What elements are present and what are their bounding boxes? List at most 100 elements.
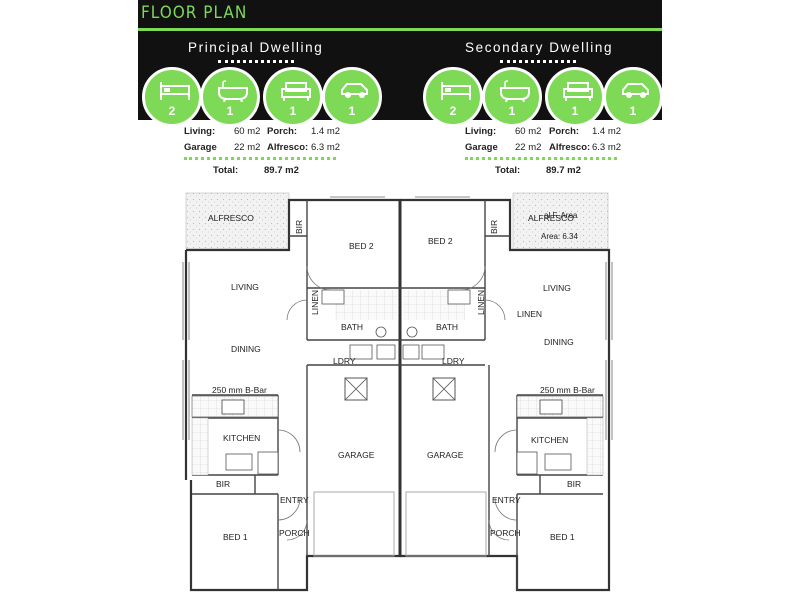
principal-alfresco-value: 6.3 m2 (311, 142, 341, 153)
principal-title-dots (218, 60, 294, 63)
right-dining-label: DINING (544, 337, 574, 347)
right-porch-label: PORCH (490, 528, 521, 538)
principal-car-count: 1 (348, 104, 356, 118)
principal-porch-value: 1.4 m2 (311, 126, 341, 137)
right-laundry-tub (421, 344, 445, 360)
bath-icon (218, 80, 248, 102)
principal-porch-label: Porch: (267, 126, 298, 137)
left-porch-label: PORCH (279, 528, 310, 538)
principal-living-badge: 1 (263, 67, 323, 127)
principal-bed-count: 2 (168, 104, 176, 118)
right-linen-label: LINEN (517, 309, 542, 319)
sofa-icon (281, 82, 311, 101)
right-garage-door (405, 491, 487, 557)
principal-bath-badge: 1 (200, 67, 260, 127)
secondary-living-value: 60 m2 (515, 126, 542, 137)
left-living-label: LIVING (231, 282, 259, 292)
car-icon (622, 83, 649, 98)
left-linen-label: LINEN (310, 290, 320, 315)
principal-garage-label: Garage (184, 142, 217, 153)
right-kitchen-label: KITCHEN (531, 435, 568, 445)
right-garage-label: GARAGE (427, 450, 464, 460)
left-alfresco-area (185, 192, 290, 250)
left-bir-top-label: BIR (294, 220, 304, 234)
right-toilet (406, 326, 418, 338)
left-garage-label: GARAGE (338, 450, 375, 460)
sofa-icon (563, 82, 593, 101)
left-dining-label: DINING (231, 344, 261, 354)
secondary-alfresco-value: 6.3 m2 (592, 142, 622, 153)
car-icon (341, 83, 368, 98)
right-linen-vertical-label: LINEN (476, 290, 486, 315)
left-ldry-label: LDRY (333, 356, 356, 366)
left-bath-label: BATH (341, 322, 363, 332)
left-toilet (375, 326, 387, 338)
secondary-car-count: 1 (629, 104, 637, 118)
secondary-porch-value: 1.4 m2 (592, 126, 622, 137)
left-cooktop (225, 453, 253, 471)
principal-living-value: 60 m2 (234, 126, 261, 137)
left-garage-door (313, 491, 395, 557)
principal-car-badge: 1 (322, 67, 382, 127)
left-bath-vanity (321, 289, 345, 305)
right-area-note-2: Area: 6.34 (541, 232, 578, 241)
right-bar-label: 250 mm B-Bar (540, 385, 595, 395)
right-cooktop (544, 453, 572, 471)
secondary-living-label: Living: (465, 126, 497, 137)
bed-icon (441, 82, 471, 100)
left-laundry-tub (349, 344, 373, 360)
left-kitchen-sink (221, 399, 245, 415)
principal-total-label: Total: (213, 165, 239, 176)
left-bed2-label: BED 2 (349, 241, 374, 251)
secondary-total-value: 89.7 m2 (546, 165, 581, 176)
right-living-label: LIVING (543, 283, 571, 293)
left-bed1-label: BED 1 (223, 532, 248, 542)
right-kitchen-sink (539, 399, 563, 415)
principal-living-count: 1 (289, 104, 297, 118)
secondary-garage-value: 22 m2 (515, 142, 542, 153)
secondary-total-label: Total: (495, 165, 521, 176)
principal-stats-dots (184, 157, 336, 160)
secondary-stats-dots (465, 157, 617, 160)
principal-alfresco-label: Alfresco: (267, 142, 309, 153)
page-title: FLOOR PLAN (141, 3, 248, 23)
right-ldry-label: LDRY (442, 356, 465, 366)
left-entry-label: ENTRY (280, 495, 309, 505)
principal-total-value: 89.7 m2 (264, 165, 299, 176)
right-entry-label: ENTRY (492, 495, 521, 505)
left-alfresco-label: ALFRESCO (208, 213, 254, 223)
secondary-alfresco-label: Alfresco: (549, 142, 591, 153)
right-bath-vanity (447, 289, 471, 305)
bed-icon (160, 82, 190, 100)
bath-icon (500, 80, 530, 102)
left-bir-bottom-label: BIR (216, 479, 230, 489)
right-alfresco-area (512, 192, 609, 250)
header-divider (138, 28, 662, 31)
secondary-car-badge: 1 (603, 67, 663, 127)
right-alfresco-label: ALFRESCO (528, 213, 574, 223)
secondary-bed-badge: 2 (423, 67, 483, 127)
right-bath-label: BATH (436, 322, 458, 332)
right-bed2-label: BED 2 (428, 236, 453, 246)
principal-bath-count: 1 (226, 104, 234, 118)
right-area-note-1: al F. Area (544, 211, 578, 220)
secondary-living-count: 1 (571, 104, 579, 118)
left-kitchen-label: KITCHEN (223, 433, 260, 443)
left-bath-tiles (335, 290, 397, 320)
secondary-dwelling-title: Secondary Dwelling (465, 40, 614, 55)
secondary-porch-label: Porch: (549, 126, 580, 137)
secondary-title-dots (500, 60, 576, 63)
right-bir-top-label: BIR (489, 220, 499, 234)
right-bir-bottom-label: BIR (567, 479, 581, 489)
principal-garage-value: 22 m2 (234, 142, 261, 153)
principal-living-label: Living: (184, 126, 216, 137)
principal-bed-badge: 2 (142, 67, 202, 127)
secondary-bath-count: 1 (508, 104, 516, 118)
secondary-bath-badge: 1 (482, 67, 542, 127)
right-bed1-label: BED 1 (550, 532, 575, 542)
left-bar-label: 250 mm B-Bar (212, 385, 267, 395)
secondary-garage-label: Garage (465, 142, 498, 153)
secondary-bed-count: 2 (449, 104, 457, 118)
principal-dwelling-title: Principal Dwelling (188, 40, 324, 55)
